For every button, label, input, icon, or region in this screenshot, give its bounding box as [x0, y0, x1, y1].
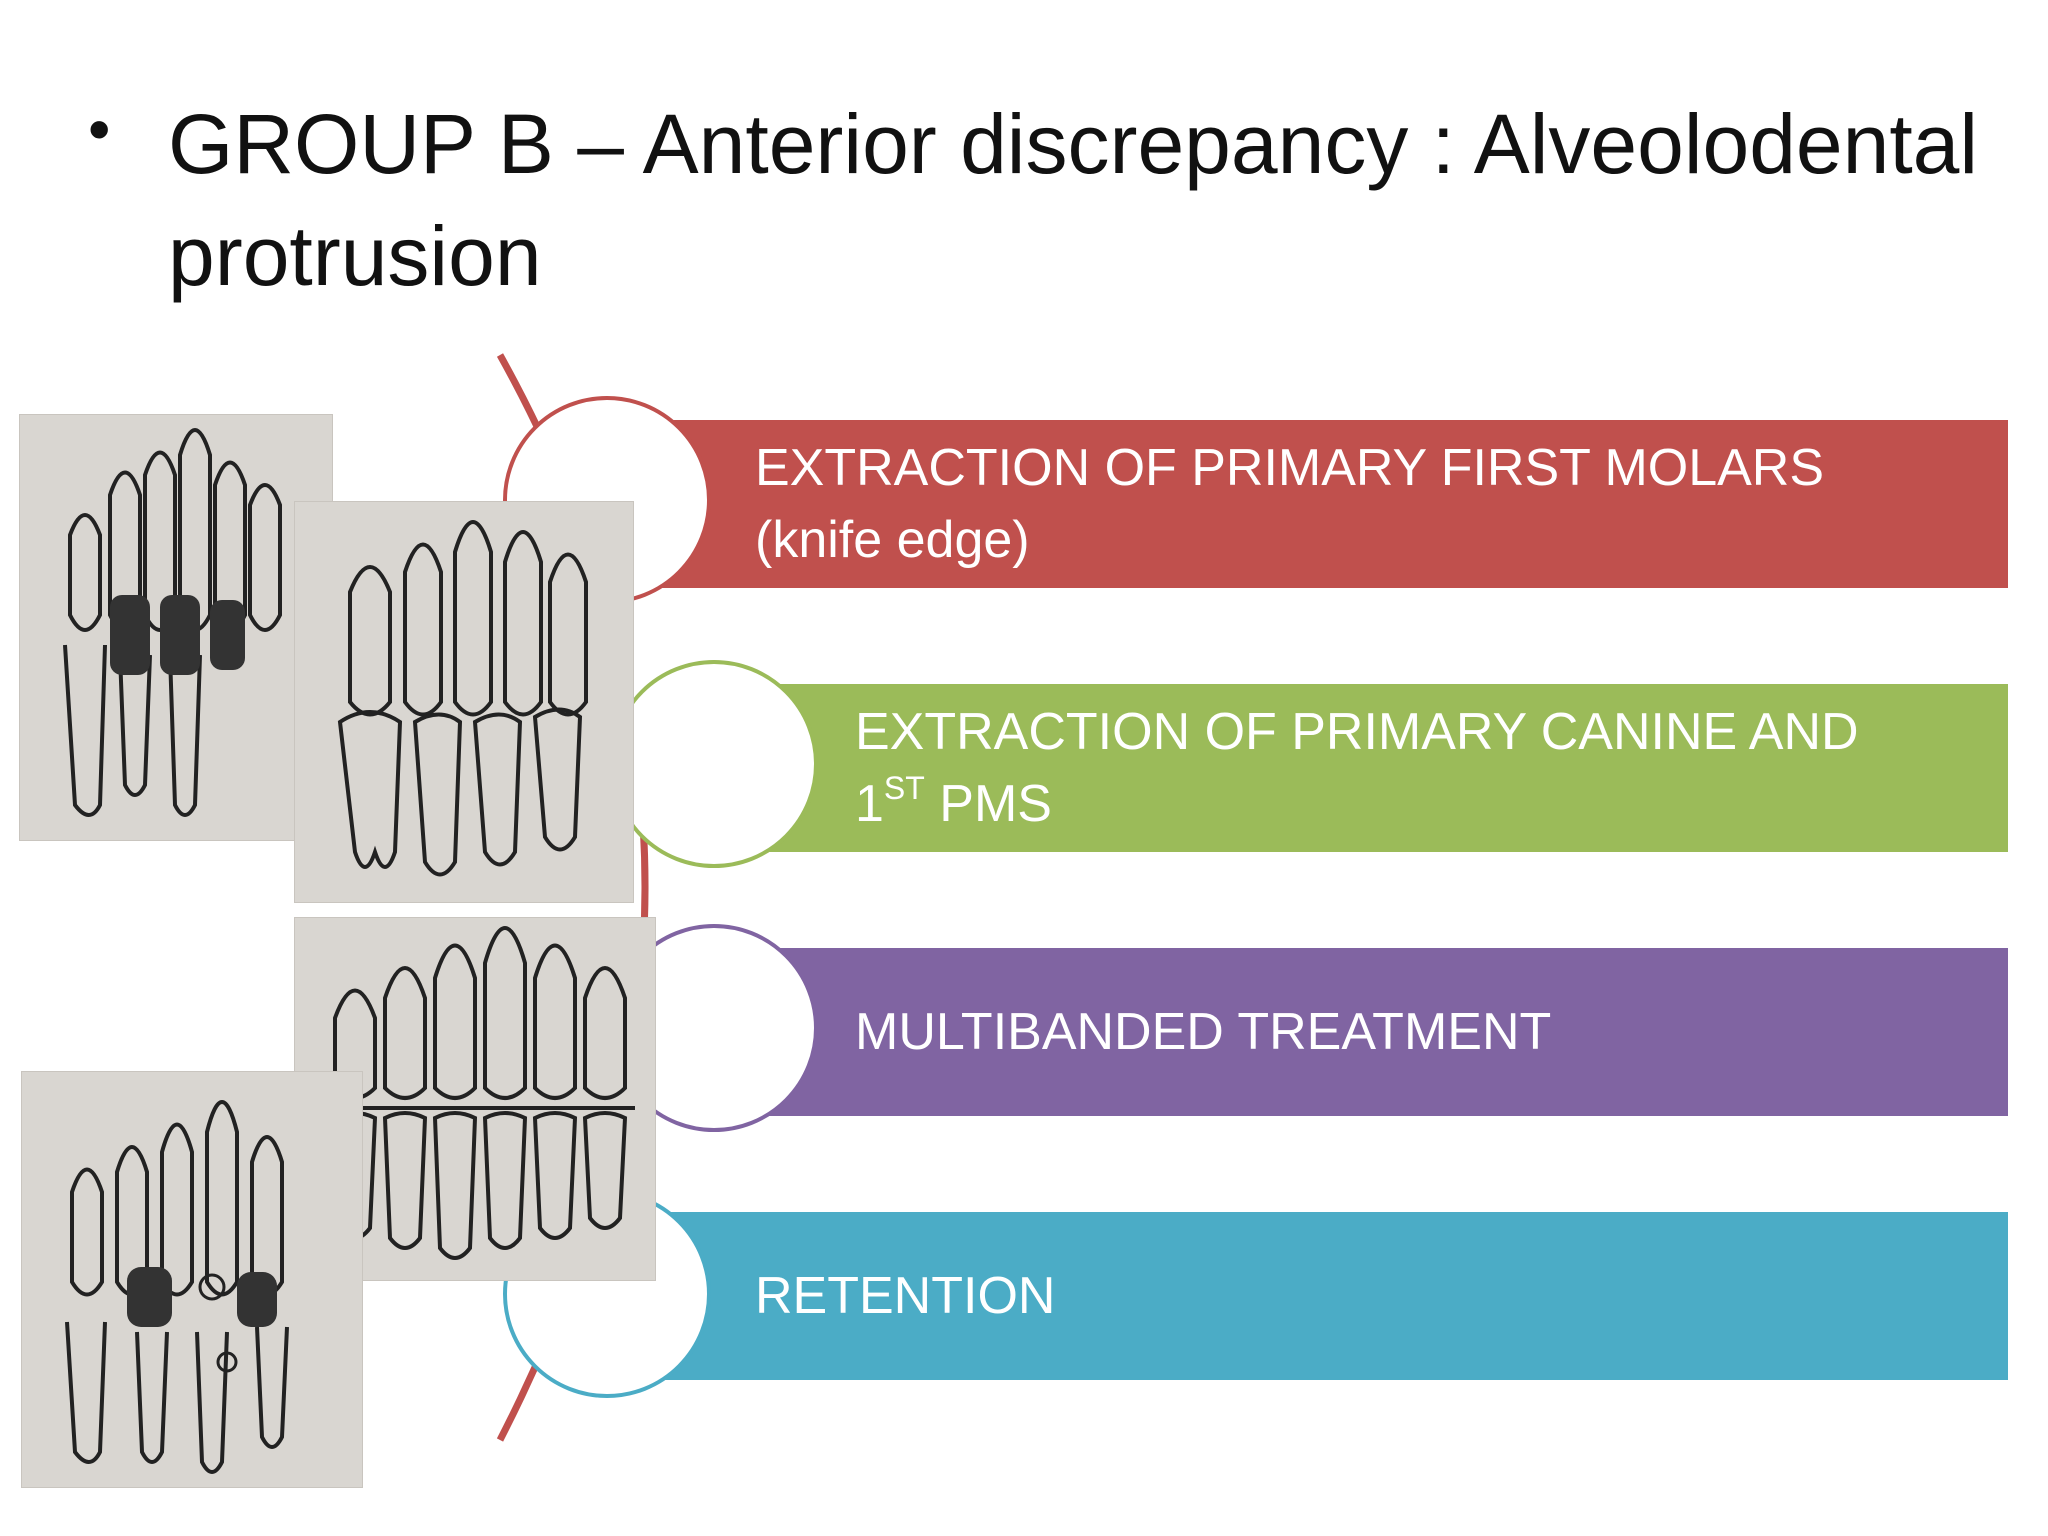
step-3-bar: MULTIBANDED TREATMENT [715, 948, 2008, 1116]
step-2-bar: EXTRACTION OF PRIMARY CANINE AND 1ST PMS [715, 684, 2008, 852]
step-1-line2: (knife edge) [755, 511, 1030, 569]
dental-diagram-4-drawing [65, 1100, 289, 1474]
step-1-line1: EXTRACTION OF PRIMARY FIRST MOLARS [755, 439, 1825, 497]
slide-title: GROUP B – Anterior discrepancy : Alveolo… [168, 97, 1979, 303]
dental-diagram-2-drawing [337, 520, 588, 877]
dental-diagram-4-icon [22, 1072, 362, 1487]
step-2-line2-rest: PMS [924, 775, 1052, 833]
dental-diagram-1-drawing [63, 428, 282, 817]
dental-diagram-1-icon [20, 415, 332, 840]
step-4-bar: RETENTION [615, 1212, 2008, 1380]
bullet-glyph: • [88, 93, 111, 165]
step-2-circle [610, 660, 818, 868]
step-2-line1: EXTRACTION OF PRIMARY CANINE AND [855, 703, 1859, 761]
step-2-line2: 1ST PMS [855, 768, 1859, 840]
step-1-bar: EXTRACTION OF PRIMARY FIRST MOLARS (knif… [615, 420, 2008, 588]
step-3-line1: MULTIBANDED TREATMENT [855, 1003, 1552, 1061]
step-4-line1: RETENTION [755, 1267, 1056, 1325]
step-2-line2-base: 1 [855, 775, 884, 833]
dental-diagram-2-icon [295, 502, 633, 902]
step-2-line2-sup: ST [883, 770, 925, 806]
